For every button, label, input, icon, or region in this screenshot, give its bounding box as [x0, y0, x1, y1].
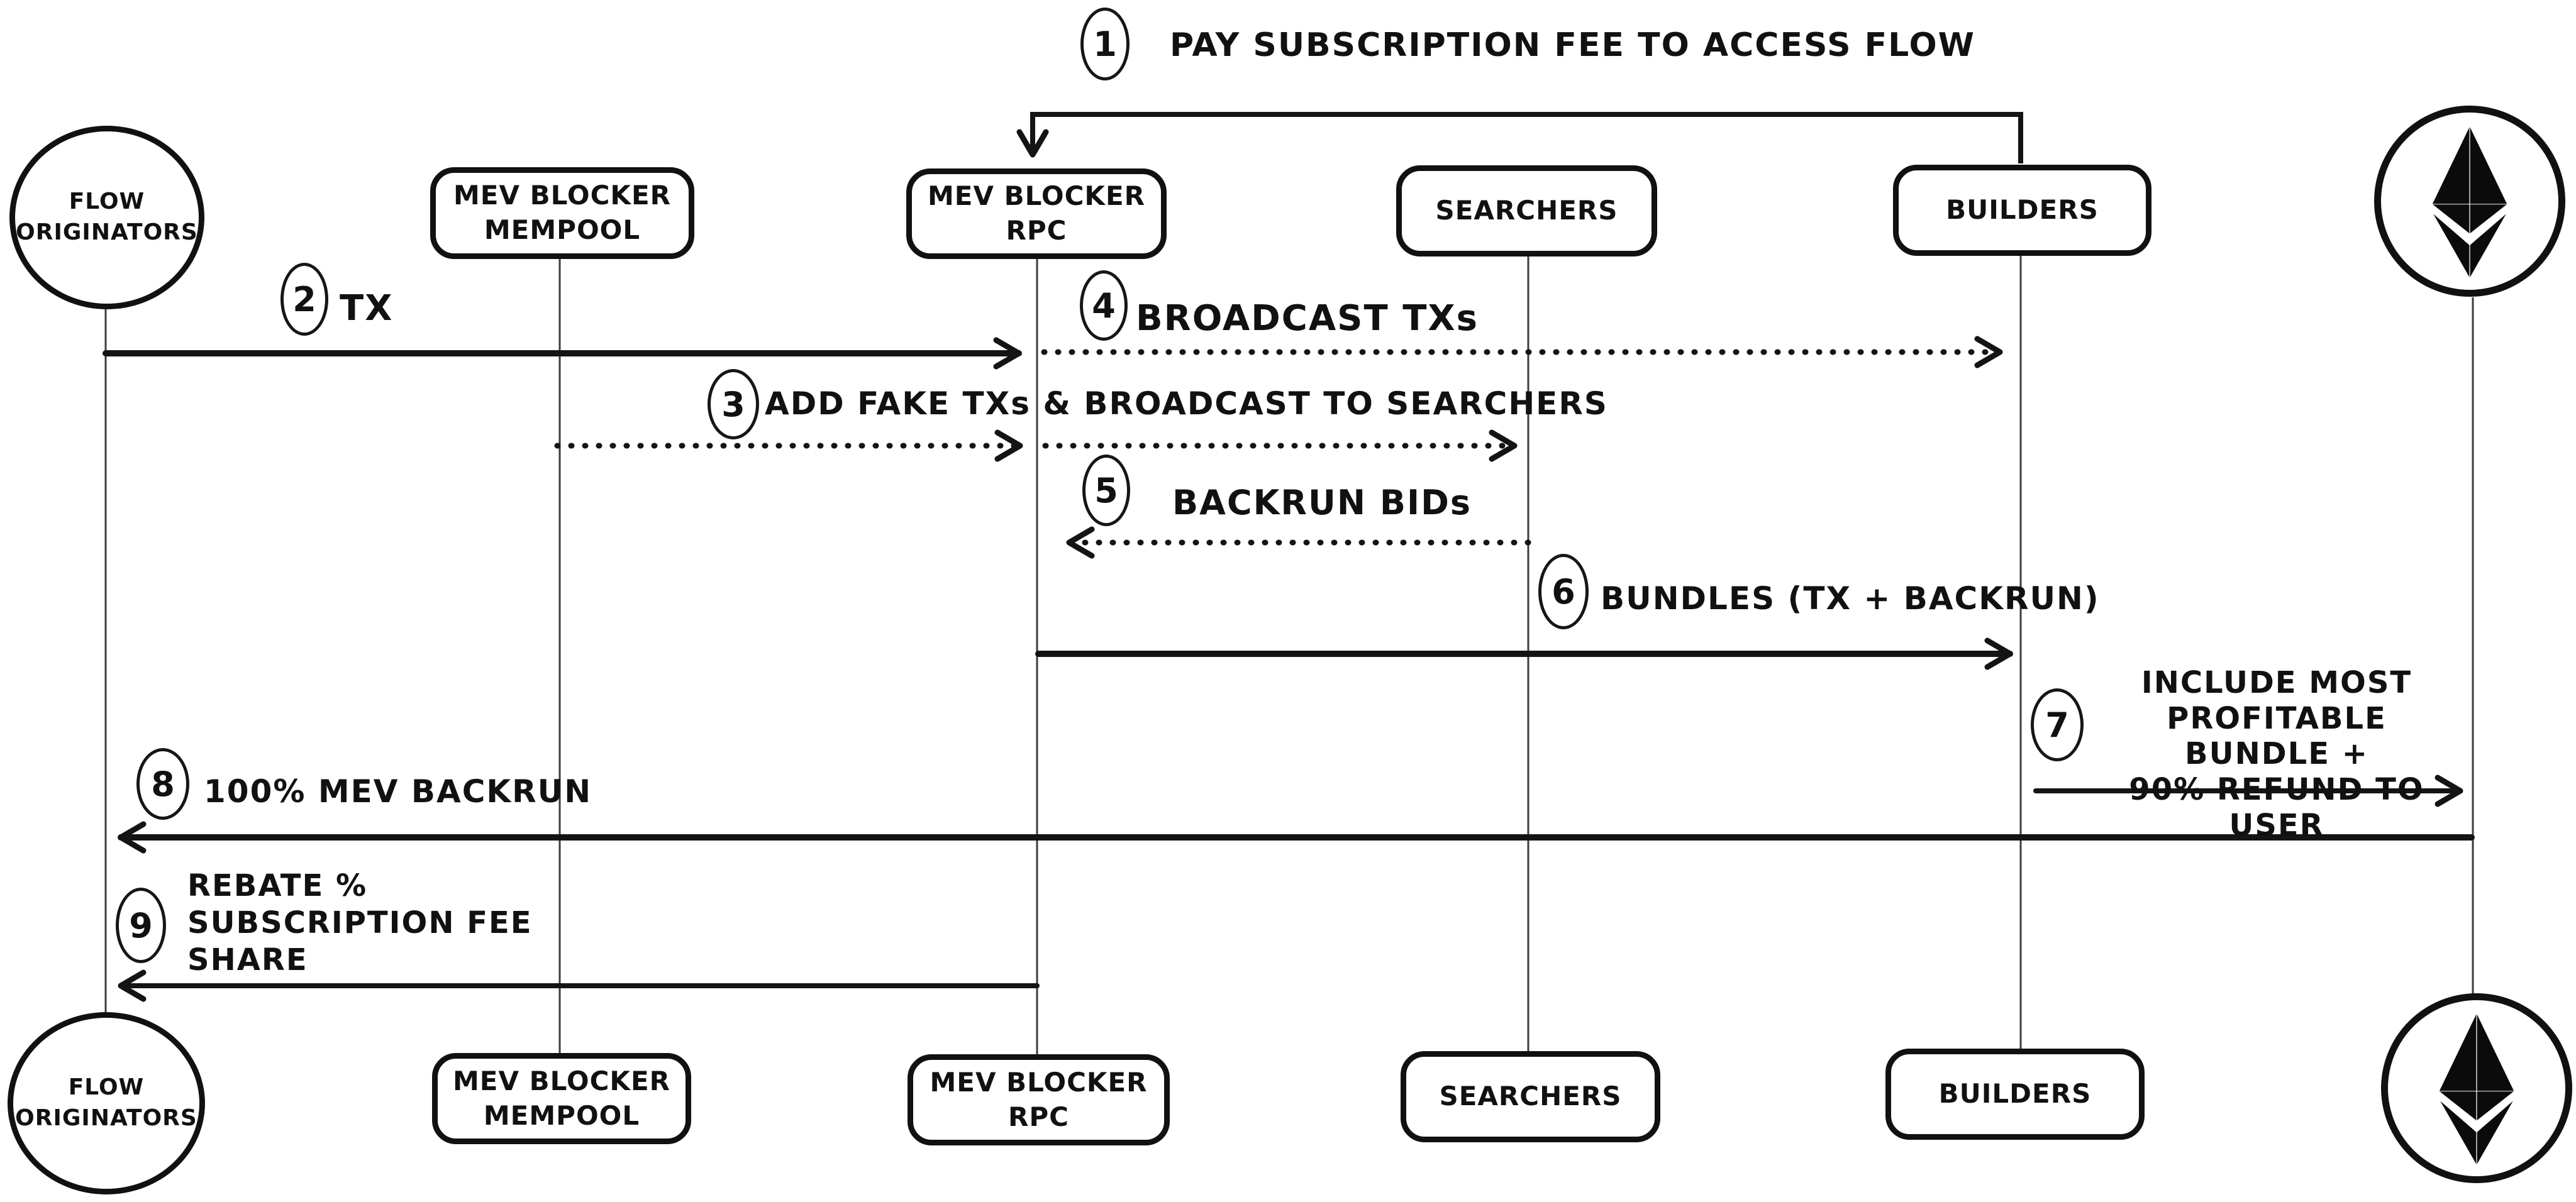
step8-label: 100% MEV BACKRUN — [204, 773, 592, 810]
step7-label: INCLUDE MOST PROFITABLE BUNDLE + 90% REF… — [2129, 665, 2424, 843]
step9-number: 9 — [116, 888, 166, 963]
step6-label: BUNDLES (TX + BACKRUN) — [1601, 580, 2100, 617]
actor-label: FLOW ORIGINATORS — [16, 189, 198, 245]
actor-mev-blocker-rpc-bottom: MEV BLOCKER RPC — [908, 1054, 1170, 1145]
actor-builders-top: BUILDERS — [1893, 165, 2151, 256]
step2-number: 2 — [280, 263, 328, 336]
ethereum-icon — [2439, 1013, 2514, 1165]
ethereum-icon — [2432, 126, 2507, 278]
step1-flow-arrow — [1016, 112, 2023, 163]
actor-flow-originators-bottom: FLOW ORIGINATORS — [8, 1012, 205, 1194]
actor-ethereum-top — [2374, 106, 2565, 297]
step5-number: 5 — [1082, 455, 1130, 526]
actor-builders-bottom: BUILDERS — [1885, 1049, 2145, 1140]
actor-label: MEV BLOCKER RPC — [930, 1066, 1148, 1132]
step1-number: 1 — [1080, 8, 1130, 80]
actor-label: MEV BLOCKER MEMPOOL — [453, 1065, 670, 1131]
actor-mev-blocker-mempool-top: MEV BLOCKER MEMPOOL — [430, 167, 694, 259]
actor-label: SEARCHERS — [1439, 1081, 1622, 1112]
actor-label: BUILDERS — [1938, 1078, 2092, 1110]
actor-ethereum-bottom — [2381, 993, 2572, 1183]
step9-label: REBATE % SUBSCRIPTION FEE SHARE — [187, 868, 533, 978]
step7-number: 7 — [2031, 688, 2084, 761]
actor-mev-blocker-rpc-top: MEV BLOCKER RPC — [906, 168, 1167, 259]
step5-label: BACKRUN BIDs — [1172, 483, 1472, 522]
step4-label: BROADCAST TXs — [1136, 298, 1479, 339]
actor-label: FLOW ORIGINATORS — [15, 1074, 197, 1131]
step2-label: TX — [340, 288, 394, 329]
actor-mev-blocker-mempool-bottom: MEV BLOCKER MEMPOOL — [432, 1053, 691, 1144]
step3-number: 3 — [708, 369, 759, 439]
step1-label: PAY SUBSCRIPTION FEE TO ACCESS FLOW — [1170, 26, 1976, 64]
step4-number: 4 — [1080, 270, 1128, 341]
step8-number: 8 — [136, 748, 189, 820]
actor-label: BUILDERS — [1946, 194, 2099, 226]
step3-label: ADD FAKE TXs & BROADCAST TO SEARCHERS — [765, 385, 1608, 422]
step6-number: 6 — [1538, 554, 1589, 629]
actor-searchers-top: SEARCHERS — [1396, 165, 1657, 256]
actor-flow-originators-top: FLOW ORIGINATORS — [9, 126, 204, 309]
actor-searchers-bottom: SEARCHERS — [1401, 1051, 1660, 1142]
actor-label: MEV BLOCKER MEMPOOL — [453, 180, 671, 245]
actor-label: SEARCHERS — [1435, 195, 1618, 226]
actor-label: MEV BLOCKER RPC — [928, 180, 1145, 246]
